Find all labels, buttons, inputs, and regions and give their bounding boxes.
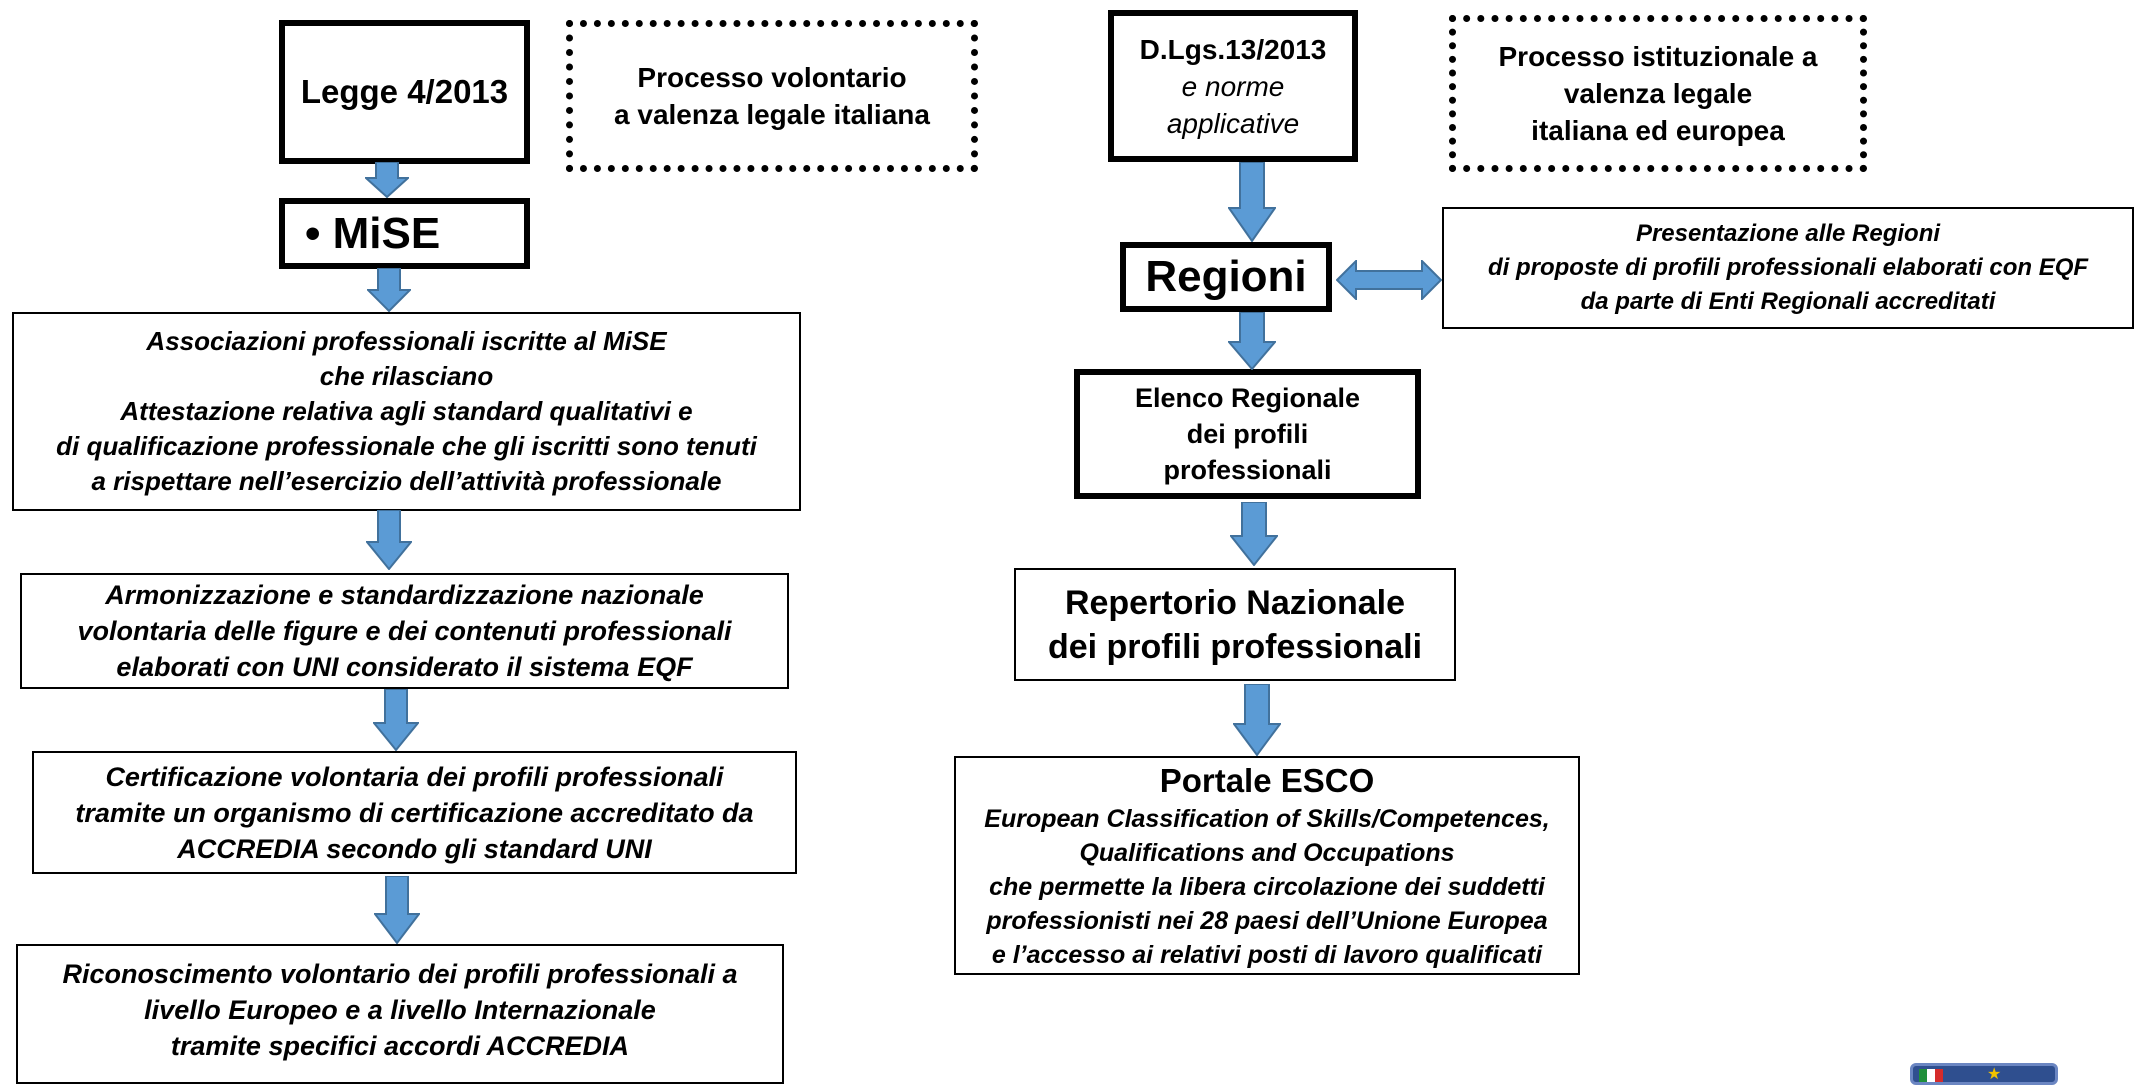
mise-label: • MiSE bbox=[305, 208, 441, 258]
step-line: che rilasciano bbox=[319, 361, 494, 391]
elenco-line: professionali bbox=[1163, 455, 1332, 485]
italian-flag-icon bbox=[1919, 1069, 1943, 1082]
esco-line: professionisti nei 28 paesi dell’Unione … bbox=[986, 906, 1548, 935]
down-arrow bbox=[1233, 684, 1281, 756]
step-line: ACCREDIA secondo gli standard UNI bbox=[177, 833, 652, 864]
down-arrow bbox=[1228, 312, 1276, 370]
esco-title: Portale ESCO bbox=[1159, 761, 1375, 799]
down-arrow bbox=[1230, 502, 1278, 566]
note-line: Processo volontario bbox=[637, 62, 907, 93]
mise-box: • MiSE bbox=[279, 198, 530, 269]
double-arrow bbox=[1336, 260, 1442, 300]
dlgs-13-2013-box: D.Lgs.13/2013 e norme applicative bbox=[1108, 10, 1358, 162]
presentazione-proposte-box: Presentazione alle Regioni di proposte d… bbox=[1442, 207, 2134, 329]
step-line: a rispettare nell’esercizio dell’attivit… bbox=[91, 466, 722, 496]
step-line: tramite specifici accordi ACCREDIA bbox=[170, 1031, 630, 1061]
riconoscimento-box: Riconoscimento volontario dei profili pr… bbox=[16, 944, 784, 1084]
repertorio-line: Repertorio Nazionale bbox=[1064, 583, 1406, 622]
step-line: elaborati con UNI considerato il sistema… bbox=[116, 652, 693, 682]
step-line: Attestazione relativa agli standard qual… bbox=[120, 396, 693, 426]
regioni-box: Regioni bbox=[1120, 242, 1332, 312]
elenco-regionale-box: Elenco Regionale dei profili professiona… bbox=[1074, 369, 1421, 499]
elenco-line: Elenco Regionale bbox=[1134, 383, 1361, 413]
step-line: livello Europeo e a livello Internaziona… bbox=[144, 995, 656, 1025]
institutional-process-note-box: Processo istituzionale a valenza legale … bbox=[1449, 15, 1867, 172]
associazioni-professionali-box: Associazioni professionali iscritte al M… bbox=[12, 312, 801, 511]
repertorio-line: dei profili professionali bbox=[1047, 627, 1423, 666]
legge-4-2013-box: Legge 4/2013 bbox=[279, 20, 530, 164]
note-line: valenza legale bbox=[1563, 78, 1753, 109]
armonizzazione-box: Armonizzazione e standardizzazione nazio… bbox=[20, 573, 789, 689]
step-line: Armonizzazione e standardizzazione nazio… bbox=[105, 580, 704, 610]
step-line: di qualificazione professionale che gli … bbox=[56, 431, 757, 461]
down-arrow bbox=[1228, 162, 1276, 242]
step-line: Certificazione volontaria dei profili pr… bbox=[105, 761, 724, 792]
down-arrow bbox=[374, 876, 420, 944]
step-line: Associazioni professionali iscritte al M… bbox=[146, 326, 667, 356]
note-line: italiana ed europea bbox=[1531, 115, 1785, 146]
note-line: Processo istituzionale a bbox=[1498, 41, 1818, 72]
step-line: tramite un organismo di certificazione a… bbox=[75, 797, 754, 828]
down-arrow bbox=[373, 689, 419, 751]
esco-line: European Classification of Skills/Compet… bbox=[984, 804, 1550, 833]
esco-line: Qualifications and Occupations bbox=[1079, 838, 1455, 867]
logo: ★ bbox=[1910, 1063, 2058, 1085]
down-arrow bbox=[365, 162, 409, 198]
repertorio-nazionale-box: Repertorio Nazionale dei profili profess… bbox=[1014, 568, 1456, 681]
down-arrow bbox=[367, 268, 411, 312]
step-line: volontaria delle figure e dei contenuti … bbox=[77, 616, 732, 646]
step-line: Riconoscimento volontario dei profili pr… bbox=[62, 959, 738, 989]
esco-line: che permette la libera circolazione dei … bbox=[989, 872, 1545, 901]
proposal-line: Presentazione alle Regioni bbox=[1635, 220, 1941, 247]
dlgs-sub: applicative bbox=[1166, 107, 1300, 139]
elenco-line: dei profili bbox=[1186, 419, 1309, 449]
proposal-line: di proposte di profili professionali ela… bbox=[1487, 254, 2089, 281]
dlgs-sub: e norme bbox=[1181, 70, 1285, 102]
dlgs-title: D.Lgs.13/2013 bbox=[1139, 33, 1327, 65]
down-arrow bbox=[366, 510, 412, 570]
note-line: a valenza legale italiana bbox=[614, 99, 930, 130]
esco-line: e l’accesso ai relativi posti di lavoro … bbox=[991, 940, 1543, 969]
legge-4-2013-label: Legge 4/2013 bbox=[300, 73, 509, 110]
regioni-label: Regioni bbox=[1145, 252, 1307, 301]
voluntary-process-note-box: Processo volontario a valenza legale ita… bbox=[566, 20, 978, 172]
star-icon: ★ bbox=[1987, 1066, 2002, 1083]
certificazione-box: Certificazione volontaria dei profili pr… bbox=[32, 751, 797, 874]
proposal-line: da parte di Enti Regionali accreditati bbox=[1580, 288, 1996, 315]
portale-esco-box: Portale ESCO European Classification of … bbox=[954, 756, 1580, 975]
